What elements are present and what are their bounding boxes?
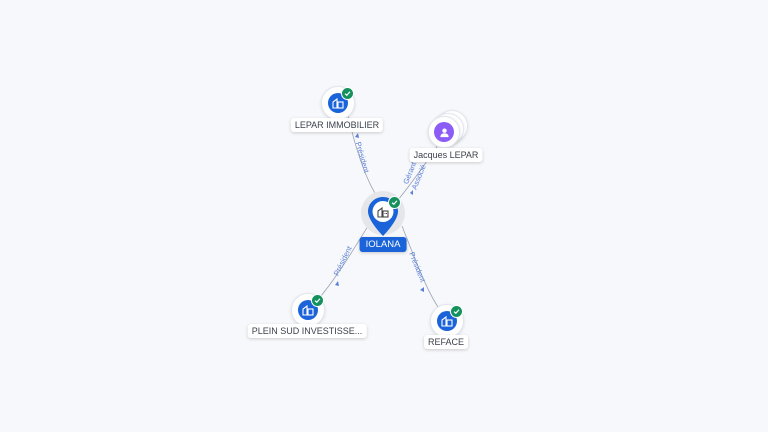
- verified-check-icon: [388, 196, 401, 209]
- edge-label-lepar: Président: [354, 141, 372, 175]
- building-icon: [332, 97, 344, 109]
- company-label-lepar[interactable]: LEPAR IMMOBILIER: [290, 118, 384, 132]
- person-icon: [439, 127, 449, 137]
- building-icon: [377, 206, 389, 218]
- verified-check-icon: [341, 87, 354, 100]
- company-node-plein[interactable]: [291, 293, 325, 327]
- edge-arrow: [355, 133, 359, 138]
- edge-arrow: [420, 287, 424, 292]
- company-label-reface[interactable]: REFACE: [423, 335, 469, 349]
- edge-label-plein: Président: [332, 244, 354, 277]
- building-icon: [441, 315, 453, 327]
- company-label-plein[interactable]: PLEIN SUD INVESTISSE...: [247, 324, 367, 338]
- edge-arrow: [410, 190, 413, 195]
- person-node-lepar[interactable]: [428, 110, 472, 150]
- company-node-reface[interactable]: [430, 304, 464, 338]
- edge-label-reface: Président: [407, 251, 428, 285]
- edge-arrow: [335, 281, 339, 286]
- person-node-front: [428, 116, 460, 148]
- verified-check-icon: [311, 294, 324, 307]
- center-label[interactable]: IOLANA: [359, 237, 407, 252]
- building-icon: [302, 304, 314, 316]
- company-node-lepar[interactable]: [321, 86, 355, 120]
- person-label-lepar[interactable]: Jacques LEPAR: [409, 148, 483, 162]
- verified-check-icon: [450, 305, 463, 318]
- center-node[interactable]: [367, 196, 401, 238]
- edge-reface: [401, 225, 441, 311]
- edge-person: [397, 141, 441, 201]
